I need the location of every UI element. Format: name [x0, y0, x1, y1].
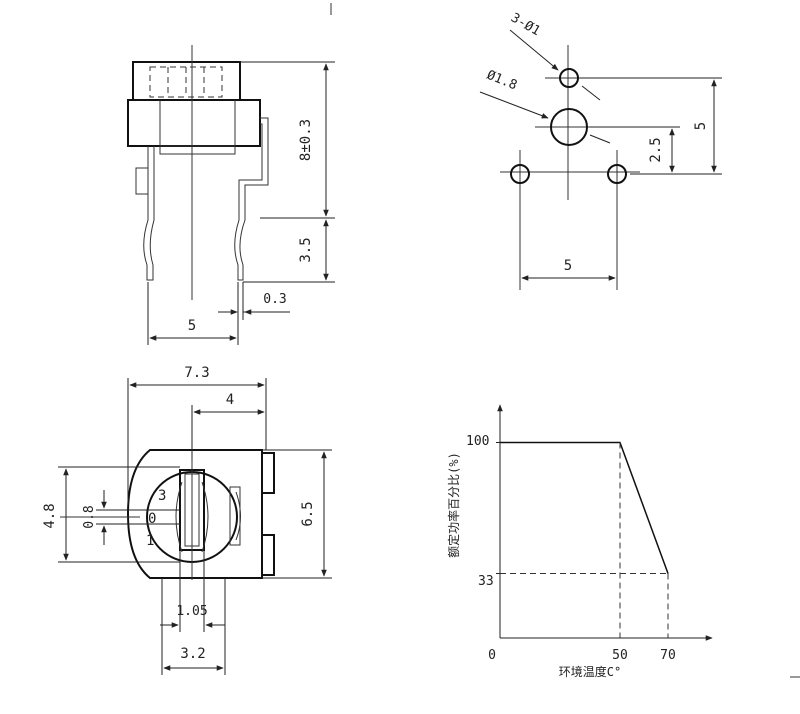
side-left-tab	[135, 167, 149, 195]
front-body	[126, 449, 263, 579]
ytick-33: 33	[478, 574, 494, 589]
side-view: 8±0.3 3.5 5 0.3	[127, 45, 335, 345]
dim-front-height: 6.5	[300, 501, 316, 526]
hole-top	[559, 68, 579, 88]
ytick-100: 100	[466, 434, 489, 449]
side-rotor	[159, 145, 236, 155]
side-right-lead	[234, 117, 269, 281]
marking-3: 3	[158, 488, 166, 504]
front-view: 3 0 1 7.3 4 6.5 4.8 0.8 1.05	[42, 365, 332, 675]
x-axis-label: 环境温度C°	[559, 664, 621, 679]
dim-front-width: 7.3	[184, 365, 209, 381]
xtick-0: 0	[488, 648, 496, 663]
dim-front-left-height: 4.8	[42, 503, 58, 528]
dim-vertical: 5	[693, 122, 709, 130]
hole-left	[510, 164, 530, 184]
side-body	[127, 99, 261, 147]
label-center-hole: Ø1.8	[485, 68, 520, 94]
front-terminal-top	[261, 452, 275, 494]
label-small-holes: 3-Ø1	[508, 10, 543, 39]
derating-curve	[500, 441, 669, 574]
dim-lead-length: 3.5	[298, 237, 314, 262]
xtick-50: 50	[612, 648, 628, 663]
hole-pattern: 3-Ø1 Ø1.8 5 2.5 5	[479, 10, 722, 290]
derating-chart: 100 33 0 50 70 额定功率百分比(%) 环境温度C°	[446, 404, 713, 679]
marking-0: 0	[148, 511, 156, 527]
dim-pitch: 5	[188, 318, 196, 334]
y-axis-label: 额定功率百分比(%)	[446, 452, 461, 558]
hole-center	[550, 108, 588, 146]
front-terminal-bottom	[261, 534, 275, 576]
dim-slot: 0.8	[82, 505, 97, 528]
dim-height: 8±0.3	[298, 119, 314, 161]
side-left-lead	[143, 146, 155, 281]
dim-lead-thickness: 0.3	[263, 292, 286, 307]
xtick-70: 70	[660, 648, 676, 663]
dim-front-lead-pitch: 3.2	[180, 646, 205, 662]
dim-front-lead-width: 1.05	[176, 604, 207, 619]
dim-row-spacing: 2.5	[648, 137, 664, 162]
marking-1: 1	[146, 533, 154, 549]
dim-front-inner-width: 4	[226, 392, 234, 408]
hole-right	[607, 164, 627, 184]
dim-horizontal: 5	[564, 258, 572, 274]
